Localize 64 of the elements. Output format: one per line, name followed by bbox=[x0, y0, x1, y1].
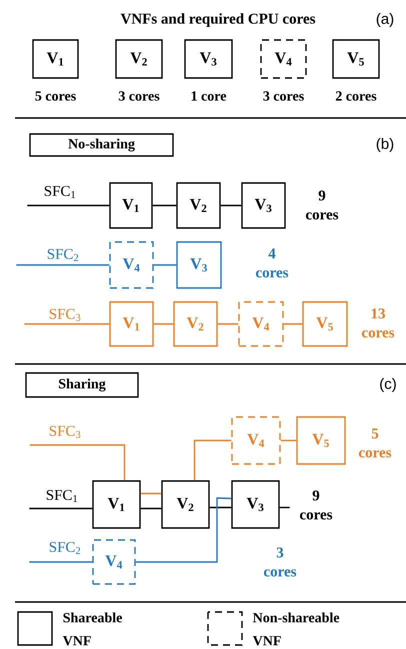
connector-line bbox=[218, 323, 238, 325]
vnf-box: V$_{5}$ bbox=[332, 39, 380, 79]
vnf-box: V$_{3}$ bbox=[184, 39, 233, 79]
vnf-box: V$_{3}$ bbox=[176, 241, 222, 289]
vnf-box: V$_{1}$ bbox=[92, 480, 141, 529]
connector-line bbox=[154, 323, 174, 325]
connector-line bbox=[16, 264, 110, 266]
vnf-box: V$_{1}$ bbox=[32, 39, 79, 79]
chain-label: SFC$_{3}$ bbox=[50, 308, 80, 322]
chain-label: SFC$_{1}$ bbox=[44, 186, 76, 198]
chain-label: SFC$_{2}$ bbox=[50, 542, 80, 554]
legend-text: Shareable VNF bbox=[62, 612, 122, 646]
connector-line bbox=[27, 204, 110, 206]
vnf-box: V$_{1}$ bbox=[109, 301, 154, 347]
core-total: 5 cores bbox=[359, 428, 392, 458]
connector-line bbox=[154, 264, 176, 266]
core-count: 3 cores bbox=[118, 91, 160, 101]
core-count: 1 core bbox=[192, 91, 226, 101]
vnf-box: V$_{3}$ bbox=[231, 480, 280, 529]
core-count: 5 cores bbox=[35, 91, 76, 101]
panel-label: (b) bbox=[376, 138, 394, 152]
vnf-box: V$_{5}$ bbox=[296, 416, 346, 465]
core-total: 9 cores bbox=[300, 490, 332, 520]
connector-line bbox=[30, 444, 126, 480]
vnf-box: V$_{5}$ bbox=[302, 301, 348, 347]
vnf-box: V$_{3}$ bbox=[241, 182, 286, 229]
chain-label: SFC$_{1}$ bbox=[46, 490, 78, 502]
vnf-box: V$_{4}$ bbox=[231, 416, 281, 465]
connector-line bbox=[24, 323, 110, 325]
vnf-box: V$_{4}$ bbox=[109, 241, 154, 289]
vnf-box: V$_{4}$ bbox=[260, 39, 307, 79]
core-count: 2 cores bbox=[336, 91, 376, 101]
vnf-box: V$_{4}$ bbox=[92, 539, 136, 585]
section-header-box: Sharing bbox=[25, 372, 139, 398]
panel-label: (c) bbox=[380, 378, 396, 392]
vnf-box: V$_{2}$ bbox=[115, 39, 163, 79]
vnf-box: V$_{4}$ bbox=[238, 301, 284, 347]
core-total: 3 cores bbox=[264, 547, 296, 577]
chain-label: SFC$_{3}$ bbox=[50, 426, 80, 438]
connector-line bbox=[152, 204, 176, 206]
legend-text: Non-shareable VNF bbox=[252, 612, 340, 646]
connector-line bbox=[280, 440, 296, 442]
title: VNFs and required CPU cores bbox=[120, 13, 316, 27]
core-count: 3 cores bbox=[263, 91, 304, 101]
core-total: 13 cores bbox=[362, 308, 394, 338]
connector-line bbox=[136, 497, 232, 563]
core-total: 4 cores bbox=[256, 248, 288, 278]
section-header-box: No-sharing bbox=[29, 133, 174, 157]
connector-line bbox=[140, 508, 162, 510]
vnf-box: V$_{2}$ bbox=[161, 480, 210, 529]
connector-line bbox=[220, 204, 242, 206]
connector-line bbox=[140, 492, 162, 494]
connector-line bbox=[29, 508, 92, 510]
vnf-box: V$_{1}$ bbox=[109, 182, 153, 229]
connector-line bbox=[194, 440, 232, 480]
panel-label: (a) bbox=[376, 13, 394, 27]
vnf-box: V$_{2}$ bbox=[173, 301, 218, 347]
connector-line bbox=[284, 323, 302, 325]
vnf-box: V$_{2}$ bbox=[176, 182, 221, 229]
core-total: 9 cores bbox=[306, 190, 338, 220]
connector-line bbox=[210, 506, 232, 508]
connector-line bbox=[29, 561, 92, 563]
chain-label: SFC$_{2}$ bbox=[48, 248, 78, 262]
connector-line bbox=[280, 506, 290, 508]
